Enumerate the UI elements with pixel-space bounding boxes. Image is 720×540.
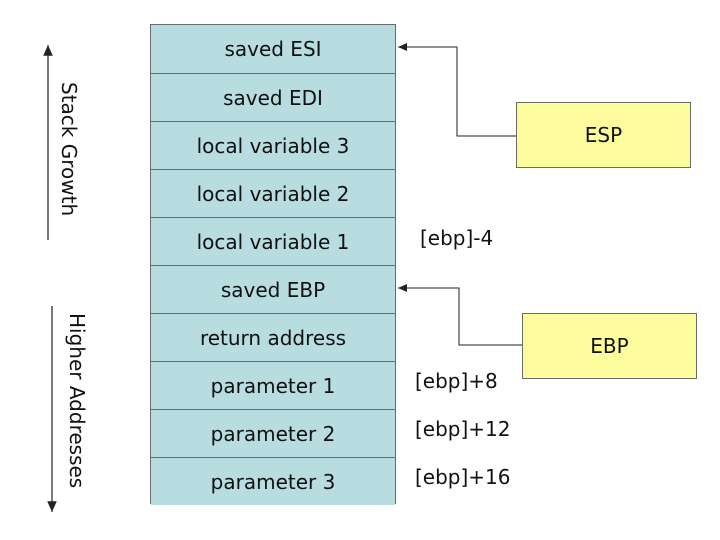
ebp-register-box: EBP <box>522 313 697 379</box>
esp-pointer-arrow <box>398 43 516 137</box>
offset-parameter-3: [ebp]+16 <box>415 465 511 489</box>
stack-cell-return-address: return address <box>151 313 395 361</box>
stack-cell-parameter-1: parameter 1 <box>151 361 395 409</box>
stack-frame: saved ESI saved EDI local variable 3 loc… <box>150 24 396 505</box>
ebp-pointer-arrow <box>398 284 522 346</box>
offset-parameter-2: [ebp]+12 <box>415 417 511 441</box>
stack-cell-saved-esi: saved ESI <box>151 25 395 73</box>
stack-cell-local-variable-2: local variable 2 <box>151 169 395 217</box>
stack-cell-saved-ebp: saved EBP <box>151 265 395 313</box>
higher-addresses-label: Higher Addresses <box>65 313 89 489</box>
stack-cell-parameter-3: parameter 3 <box>151 457 395 505</box>
stack-cell-saved-edi: saved EDI <box>151 73 395 121</box>
stack-cell-local-variable-3: local variable 3 <box>151 121 395 169</box>
stack-growth-label: Stack Growth <box>57 82 81 217</box>
esp-register-box: ESP <box>516 102 691 168</box>
offset-local-variable-1: [ebp]-4 <box>420 226 494 250</box>
stack-cell-parameter-2: parameter 2 <box>151 409 395 457</box>
offset-parameter-1: [ebp]+8 <box>415 369 498 393</box>
stack-cell-local-variable-1: local variable 1 <box>151 217 395 265</box>
